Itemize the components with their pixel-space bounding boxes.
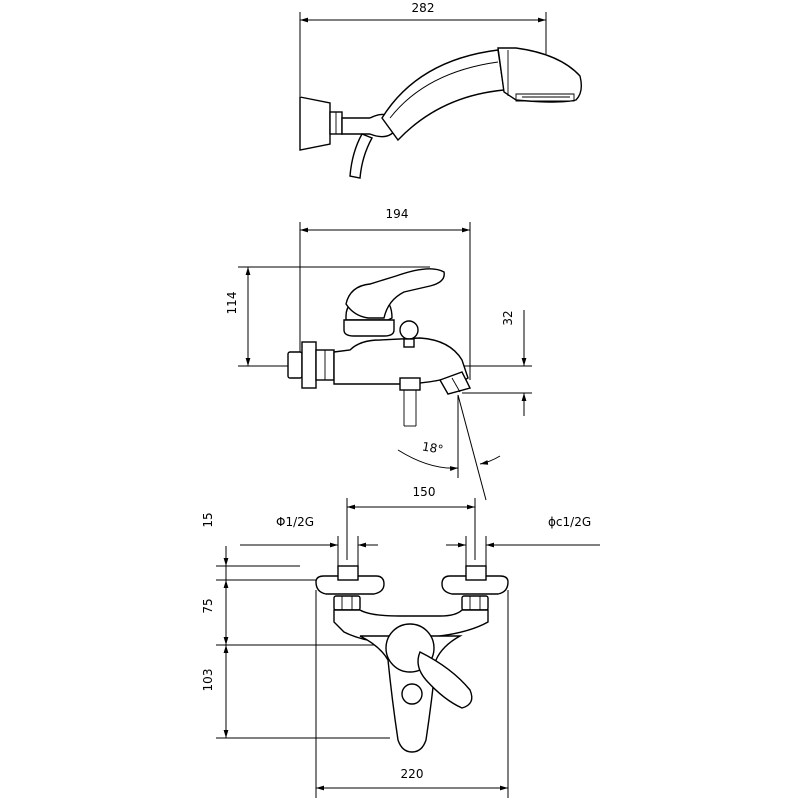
angle-ray <box>457 394 487 501</box>
lever-handle <box>417 651 473 709</box>
dimension-label-103: 103 <box>201 669 215 692</box>
inlet-left-label: Φ1/2G <box>276 515 314 529</box>
shower-handle <box>381 49 505 142</box>
dimension-label-150: 150 <box>413 485 436 499</box>
lever-handle <box>345 268 445 319</box>
inlet-right-label: ϕc1/2G <box>548 515 591 529</box>
diverter-stem <box>403 338 415 348</box>
dimension-label-15: 15 <box>201 512 215 527</box>
left-union-nut <box>333 595 361 611</box>
angle-label: 18° <box>421 439 444 456</box>
inlet-nut <box>287 351 303 379</box>
cartridge-collar <box>343 319 395 337</box>
diverter-knob <box>401 683 423 705</box>
right-wall-flange <box>441 575 509 595</box>
wall-bracket <box>299 96 331 151</box>
dimension-label-114: 114 <box>225 292 239 315</box>
diverter-knob <box>399 320 419 340</box>
mixer-front-view: 150 Φ1/2G ϕc1/2G 15 75 103 220 <box>201 485 600 798</box>
outlet-line <box>451 377 461 393</box>
dimension-label-32: 32 <box>501 310 515 325</box>
right-union-nut <box>461 595 489 611</box>
wall-flange <box>301 341 317 389</box>
dimension-label-220: 220 <box>401 767 424 781</box>
hand-shower-view: 282 <box>299 1 583 179</box>
shower-outlet-nut <box>399 377 421 391</box>
left-inlet <box>337 565 359 581</box>
shower-head <box>497 47 583 103</box>
handle-contour <box>389 61 499 119</box>
spray-face <box>515 93 575 102</box>
dimension-label-75: 75 <box>201 598 215 613</box>
dimension-label-282: 282 <box>412 1 435 15</box>
right-inlet <box>465 565 487 581</box>
mixer-side-view: 194 114 32 <box>225 207 532 501</box>
dimension-label-194: 194 <box>386 207 409 221</box>
left-wall-flange <box>315 575 385 595</box>
angle-arc-left <box>397 449 459 471</box>
hose <box>349 133 373 179</box>
angle-arc-right <box>479 455 501 465</box>
